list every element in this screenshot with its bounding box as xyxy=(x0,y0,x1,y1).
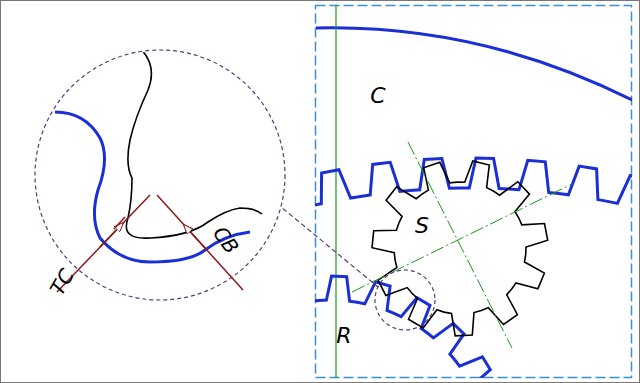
centerline xyxy=(335,5,336,378)
ring-tooth-detail xyxy=(55,112,250,262)
sun-gear xyxy=(372,161,548,336)
part-label: S xyxy=(415,215,429,237)
part-label: R xyxy=(336,325,351,347)
ring-teeth xyxy=(315,158,632,242)
dimension-label: TC xyxy=(47,266,77,299)
part-label: C xyxy=(370,85,385,107)
dimension-arrow xyxy=(114,217,125,229)
ring-teeth xyxy=(315,276,514,378)
detail-circle xyxy=(35,50,285,300)
centerline xyxy=(408,142,512,348)
dimension-arrow xyxy=(100,223,123,247)
view-boundary xyxy=(316,6,632,378)
dimension-line xyxy=(157,195,243,290)
dimension-arrow xyxy=(184,225,206,249)
detail-marker xyxy=(375,270,435,330)
centerline xyxy=(352,184,572,292)
sun-tooth-detail xyxy=(126,40,262,238)
carrier-arc xyxy=(316,28,632,100)
